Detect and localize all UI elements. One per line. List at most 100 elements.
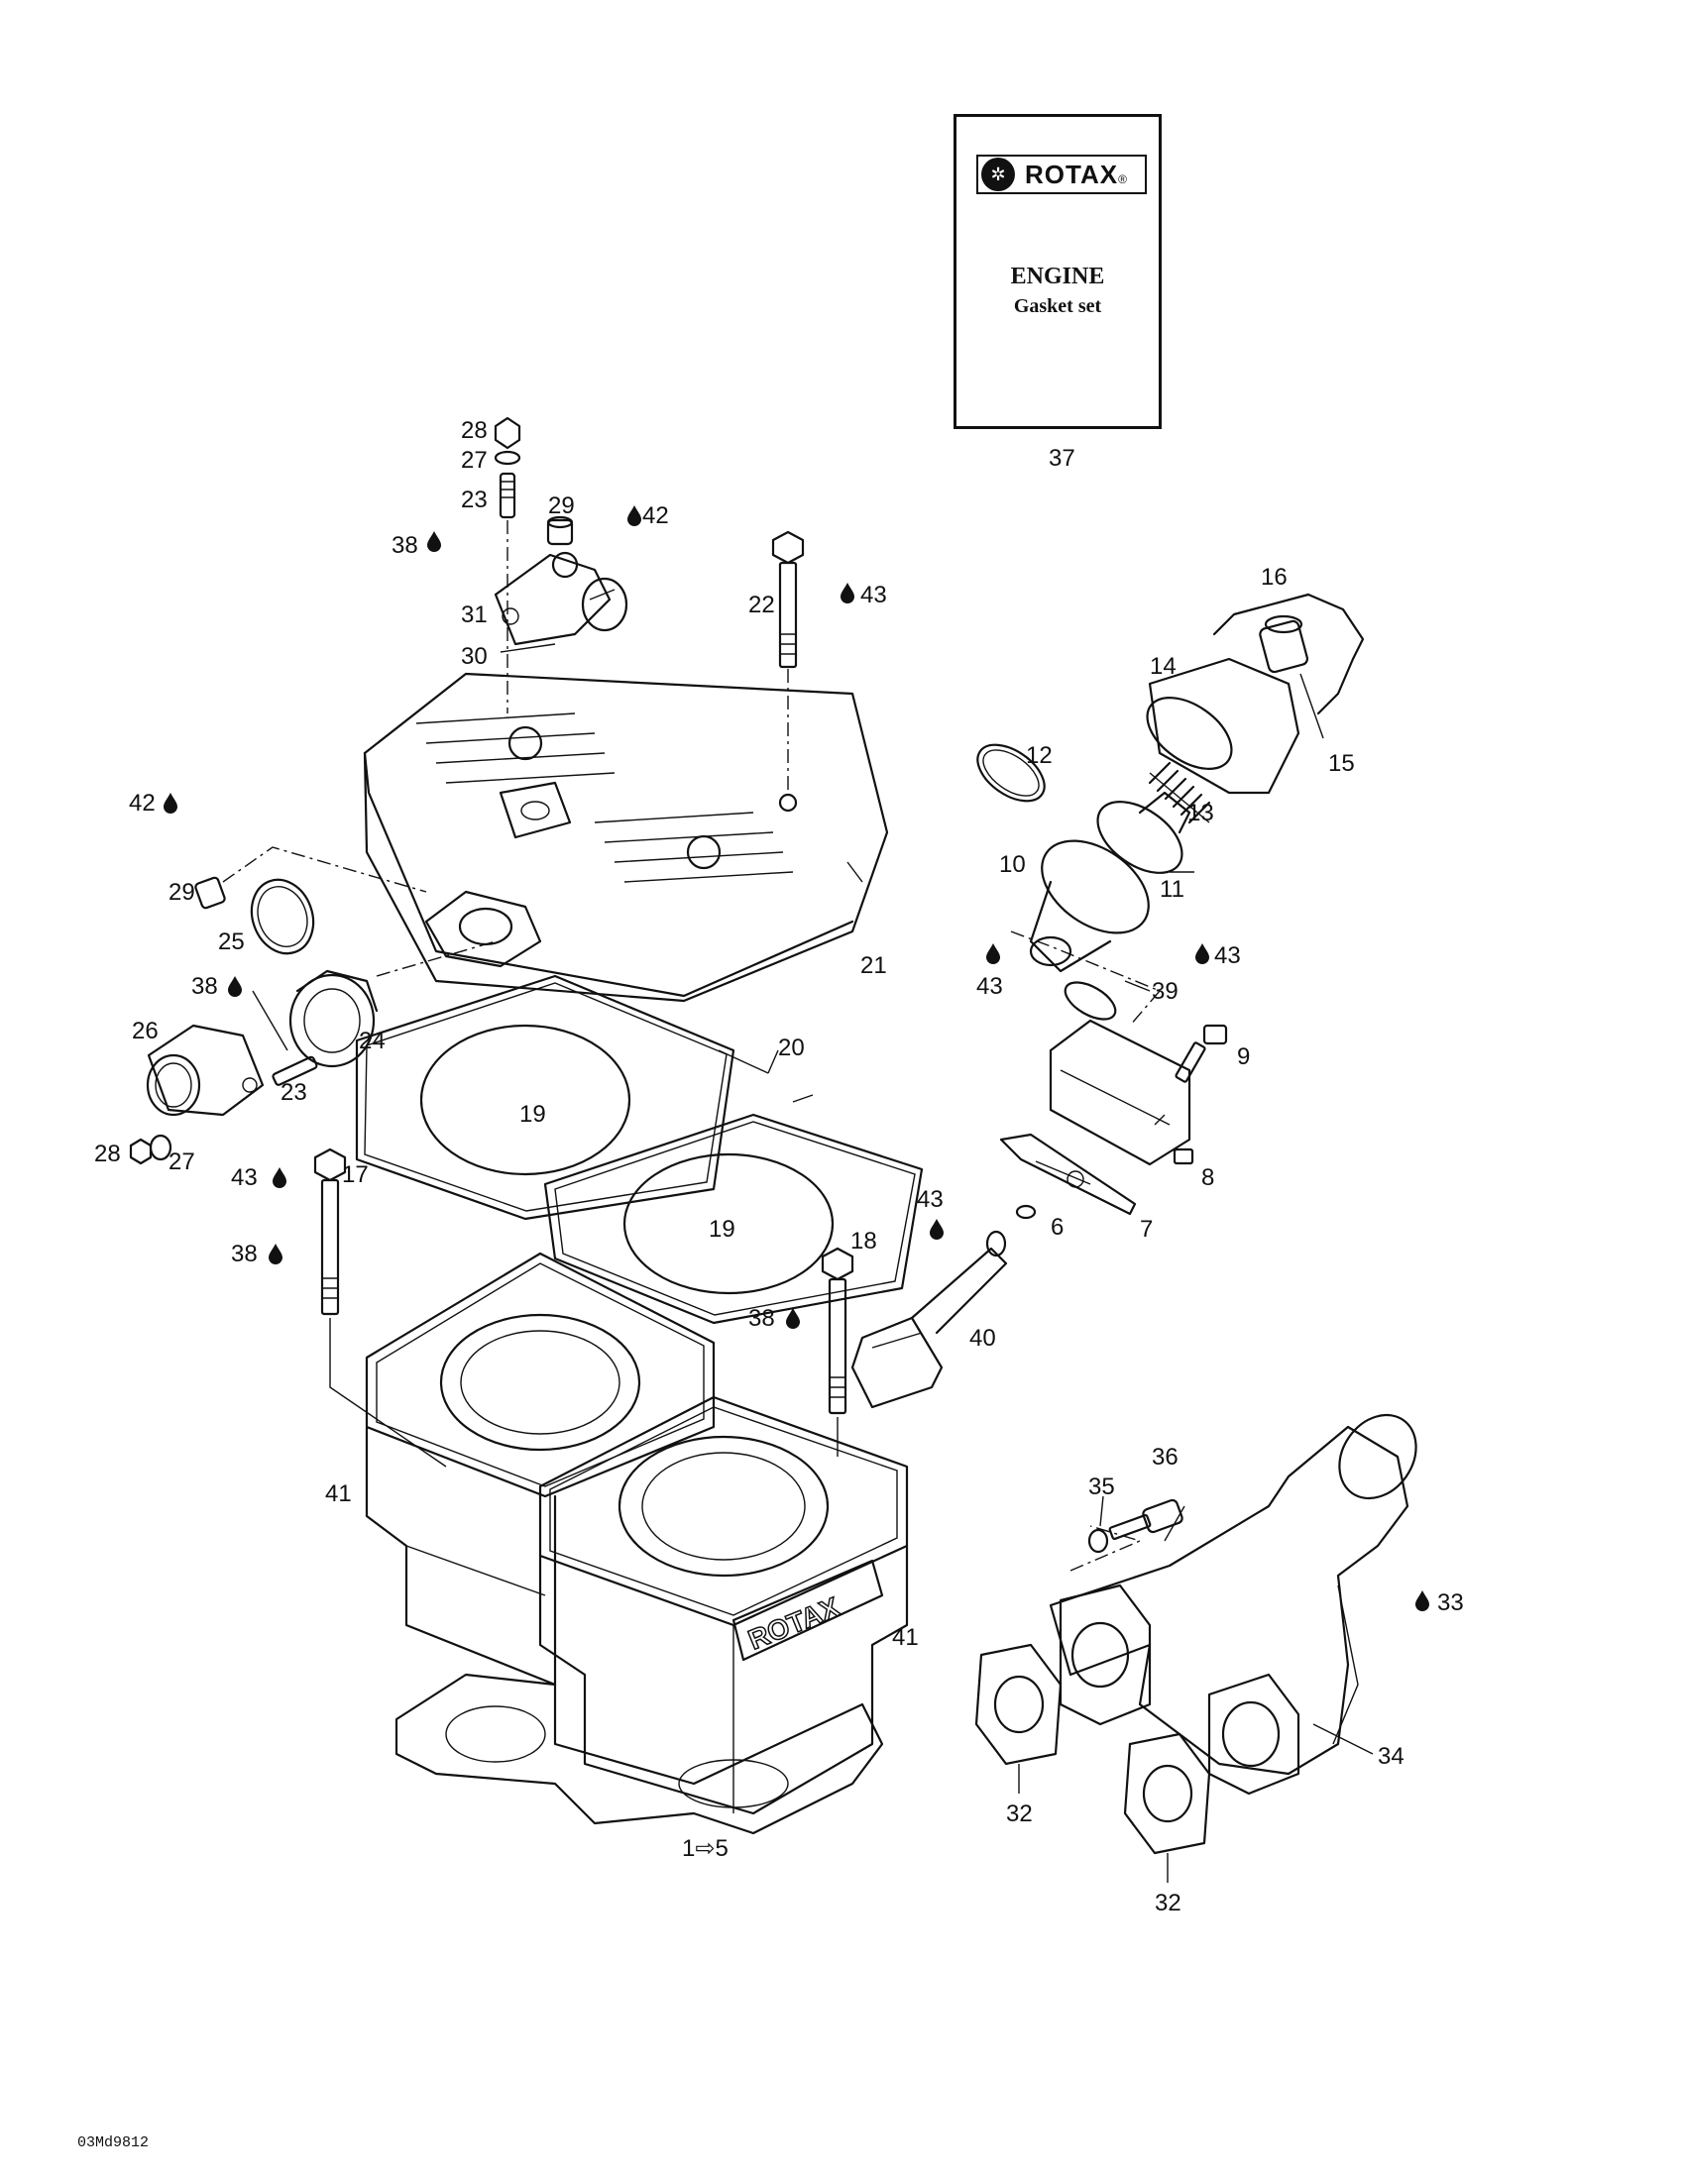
callout-21: 21 [860, 952, 887, 979]
callout-26: 26 [132, 1018, 159, 1044]
top-stud-assembly [494, 416, 521, 713]
callout-19: 19 [519, 1101, 546, 1128]
washer-35 [1087, 1528, 1109, 1554]
callout-29: 29 [168, 879, 195, 906]
bolt-22 [771, 530, 805, 793]
callout-33: 33 [1437, 1589, 1464, 1616]
callout-23: 23 [461, 487, 488, 513]
o-ring-12-inner [982, 749, 1040, 797]
callout-27: 27 [168, 1148, 195, 1175]
callout-38: 38 [231, 1241, 258, 1267]
base-gasket [394, 1673, 884, 1835]
callout-36: 36 [1152, 1444, 1179, 1471]
booklet-brand-mark: ® [1118, 172, 1127, 186]
callout-12: 12 [1026, 742, 1053, 769]
left-plug [194, 846, 427, 910]
gasket-7 [999, 1133, 1137, 1216]
callout-labels: 37 28 27 23 29 42 38 31 30 22 43 16 14 1… [94, 417, 1464, 1916]
rotax-gear-logo-icon: ✲ [981, 158, 1015, 191]
callout-43: 43 [231, 1164, 258, 1191]
callout-29: 29 [548, 492, 575, 519]
callout-10: 10 [999, 851, 1026, 878]
callout-34: 34 [1378, 1743, 1404, 1770]
callout-35: 35 [1088, 1474, 1115, 1500]
callout-6: 6 [1051, 1214, 1064, 1241]
thermostat [288, 940, 497, 1068]
callout-13: 13 [1187, 800, 1214, 826]
callout-19: 19 [709, 1216, 735, 1243]
gasket-set-booklet: ✲ ROTAX ® ENGINE Gasket set [954, 114, 1162, 429]
callout-8: 8 [1201, 1164, 1214, 1191]
callout-22: 22 [748, 592, 775, 618]
callout-38: 38 [392, 532, 418, 559]
rave-cap-14 [1146, 657, 1300, 795]
callout-41: 41 [325, 1480, 352, 1507]
callout-28: 28 [461, 417, 488, 444]
callout-42: 42 [129, 790, 156, 817]
exhaust-gasket-32b [1123, 1732, 1211, 1883]
spring-13 [1148, 761, 1211, 824]
top-plug [546, 515, 574, 546]
cylinder-right: ROTAX [538, 1395, 909, 1815]
lower-stud-23 [252, 990, 318, 1086]
booklet-brand: ROTAX [1025, 159, 1119, 189]
callout-18: 18 [850, 1228, 877, 1255]
callout-43: 43 [917, 1186, 944, 1213]
callout-25: 25 [218, 928, 245, 955]
callout-23: 23 [281, 1079, 307, 1106]
diagram-code: 03Md9812 [77, 2134, 150, 2151]
callout-28: 28 [94, 1141, 121, 1167]
callout-43: 43 [976, 973, 1003, 1000]
callout-31: 31 [461, 601, 488, 628]
booklet-subtitle: Gasket set [1013, 295, 1102, 317]
callout-7: 7 [1140, 1216, 1153, 1243]
callout-40: 40 [969, 1325, 996, 1352]
rave-bellows [1029, 791, 1191, 973]
callout-17: 17 [342, 1161, 369, 1188]
callout-16: 16 [1261, 564, 1288, 591]
callout-38: 38 [191, 973, 218, 1000]
callout-9: 9 [1237, 1043, 1250, 1070]
callout-1-to-5: 1⇨5 [682, 1835, 729, 1862]
screw-9 [1175, 1024, 1228, 1083]
spring-clip-16 [1212, 593, 1365, 715]
callout-11: 11 [1160, 876, 1184, 903]
coolant-outlet-26 [146, 1024, 265, 1117]
nut-washer-left [129, 1134, 172, 1165]
rave-valve [850, 1230, 1008, 1409]
svg-text:ROTAX: ROTAX [744, 1591, 844, 1656]
callout-20: 20 [778, 1035, 805, 1061]
o-ring-25 [250, 878, 315, 955]
callout-38: 38 [748, 1305, 775, 1332]
callout-15: 15 [1328, 750, 1355, 777]
callout-37: 37 [1049, 445, 1075, 472]
exhaust-manifold [1049, 1413, 1417, 1796]
callout-42: 42 [642, 502, 669, 529]
callout-14: 14 [1150, 653, 1177, 680]
callout-39: 39 [1152, 978, 1179, 1005]
cylinder-head [363, 672, 889, 1003]
callout-43: 43 [1214, 942, 1241, 969]
callout-30: 30 [461, 643, 488, 670]
valve-housing-8 [1010, 930, 1194, 1166]
leader-20 [718, 1049, 779, 1074]
rave-knob-15 [1259, 614, 1324, 739]
screw-36 [1108, 1498, 1183, 1541]
callout-27: 27 [461, 447, 488, 474]
callout-24: 24 [359, 1028, 386, 1054]
bolt-17 [313, 1147, 447, 1468]
callout-41: 41 [892, 1624, 919, 1651]
booklet-title: ENGINE [1010, 264, 1105, 289]
callout-32: 32 [1006, 1801, 1033, 1827]
head-gasket-rear [543, 1113, 924, 1325]
callout-32: 32 [1155, 1890, 1181, 1916]
head-gasket-front [355, 974, 735, 1221]
washer-6 [1015, 1204, 1037, 1220]
callout-43: 43 [860, 582, 887, 608]
o-ring-12 [976, 743, 1046, 803]
o-ring-39 [1064, 981, 1117, 1021]
cylinder-left [365, 1252, 716, 1687]
exhaust-gasket-32a [974, 1643, 1063, 1794]
bolt-18 [821, 1247, 854, 1457]
